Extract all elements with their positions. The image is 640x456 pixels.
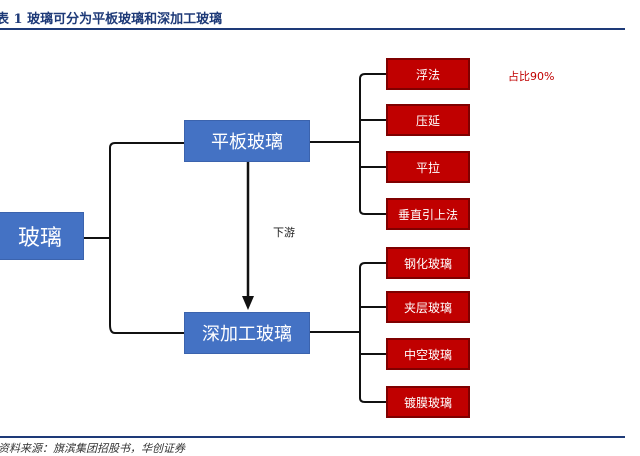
leaf-flat-drawn: 平拉 [386,151,470,183]
node-processed-glass: 深加工玻璃 [184,312,310,354]
leaf-rolled: 压延 [386,104,470,136]
downstream-label: 下游 [273,226,295,239]
leaf-insulated: 中空玻璃 [386,338,470,370]
header-rule [0,28,625,30]
leaf-vertical-drawn: 垂直引上法 [386,198,470,230]
root-connector [84,142,184,334]
float-share-note: 占比90% [508,70,555,83]
flat-glass-connector [310,73,386,215]
leaf-tempered: 钢化玻璃 [386,247,470,279]
leaf-coated: 镀膜玻璃 [386,386,470,418]
node-flat-glass: 平板玻璃 [184,120,310,162]
footer-rule [0,436,625,438]
leaf-laminated: 夹层玻璃 [386,291,470,323]
processed-glass-connector [310,262,386,403]
downstream-arrow-head [242,296,254,310]
root-node-glass: 玻璃 [0,212,84,260]
source-note: 资料来源：旗滨集团招股书，华创证券 [0,442,185,455]
leaf-float: 浮法 [386,58,470,90]
table-header: 表 1 玻璃可分为平板玻璃和深加工玻璃 [0,0,640,30]
table-title: 表 1 玻璃可分为平板玻璃和深加工玻璃 [0,12,223,27]
